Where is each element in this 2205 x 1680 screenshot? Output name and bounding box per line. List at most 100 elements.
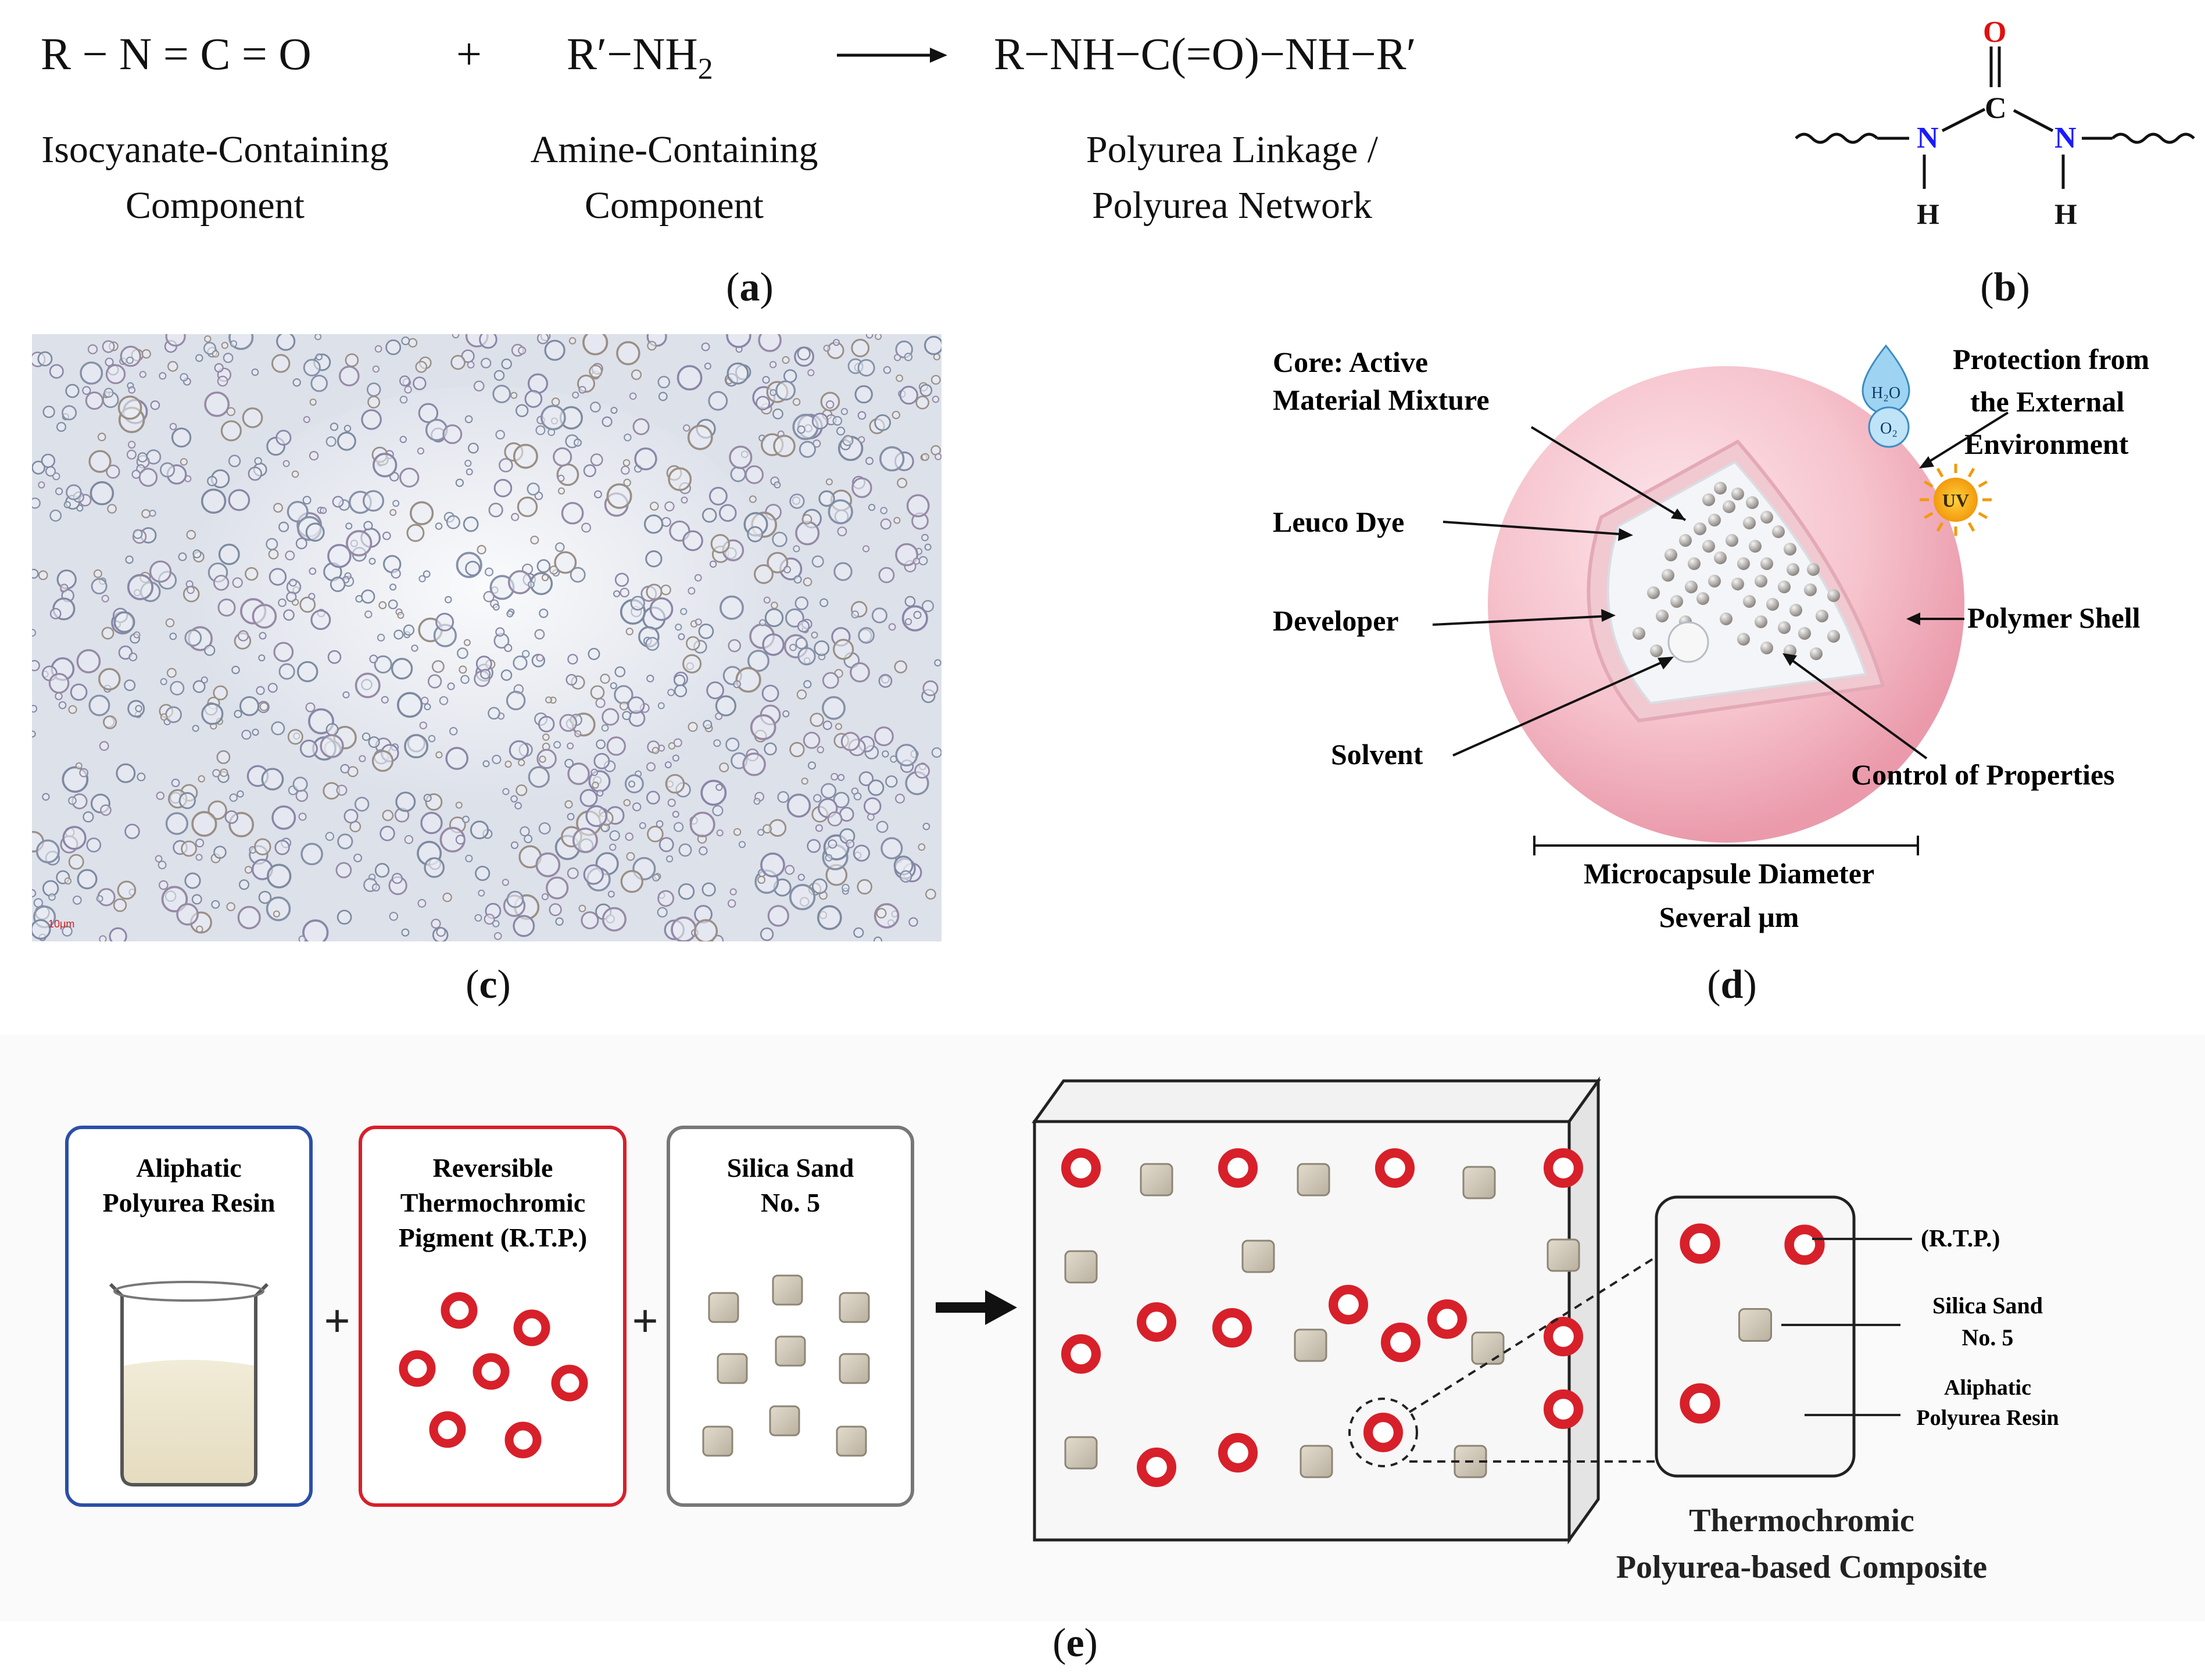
microcapsule-bubble: [814, 640, 830, 656]
microcapsule-bubble: [93, 569, 102, 578]
microcapsule-bubble: [904, 596, 916, 607]
microcapsule-bubble: [276, 334, 296, 351]
microcapsule-bubble: [851, 610, 859, 619]
microcapsule-bubble: [495, 429, 505, 440]
microcapsule-bubble: [212, 769, 221, 778]
microcapsule-bubble: [664, 501, 675, 512]
microcapsule-bubble: [539, 755, 546, 763]
oxygen-bubble-icon: [1868, 406, 1910, 448]
microcapsule-bubble: [551, 397, 560, 406]
microcapsule-bubble: [554, 542, 565, 552]
microcapsule-bubble: [897, 478, 908, 489]
microcapsule-bubble: [708, 486, 728, 506]
microcapsule-bubble: [455, 834, 466, 845]
microcapsule-bubble: [439, 696, 449, 705]
microcapsule-bubble: [268, 549, 279, 560]
microcapsule-bubble: [596, 789, 604, 797]
microcapsule-bubble: [88, 450, 112, 473]
microcapsule-bubble: [224, 810, 238, 824]
microcapsule-bubble: [817, 746, 825, 754]
microcapsule-bubble: [204, 391, 230, 417]
microcapsule-bubble: [391, 568, 401, 579]
microcapsule-bubble: [118, 645, 133, 660]
microcapsule-bubble: [565, 674, 578, 686]
microcapsule-bubble: [345, 522, 353, 530]
microcapsule-bubble: [457, 647, 468, 659]
microcapsule-bubble: [632, 418, 650, 435]
microcapsule-bubble: [518, 759, 525, 766]
microcapsule-bubble: [821, 783, 837, 799]
microcapsule-bubble: [203, 342, 217, 355]
microcapsule-bubble: [899, 870, 912, 883]
microcapsule-bubble: [467, 361, 475, 369]
microcapsule-bubble: [833, 791, 850, 808]
sand-particle: [1064, 1436, 1098, 1470]
microcapsule-bubble: [590, 453, 603, 467]
nitrogen-right-atom: N: [2054, 121, 2077, 155]
core-particle: [1743, 595, 1756, 608]
microcapsule-bubble: [271, 805, 296, 830]
microcapsule-bubble: [221, 342, 228, 349]
microcapsule-bubble: [423, 794, 432, 803]
microcapsule-bubble: [506, 690, 526, 711]
microcapsule-bubble: [768, 819, 787, 837]
microcapsule-bubble: [614, 572, 629, 587]
carbon-atom: C: [1985, 92, 2007, 125]
microcapsule-bubble: [367, 395, 381, 409]
microcapsule-bubble: [42, 406, 55, 418]
microcapsule-bubble: [64, 877, 72, 885]
microcapsule-bubble: [228, 454, 241, 468]
microcapsule-bubble: [493, 932, 502, 940]
microcapsule-bubble: [404, 385, 412, 394]
microcapsule-bubble: [793, 575, 802, 584]
microcapsule-bubble: [303, 359, 321, 377]
microcapsule-bubble: [676, 365, 703, 391]
microcapsule-bubble: [561, 502, 584, 525]
microcapsule-bubble: [678, 633, 685, 640]
microcapsule-bubble: [527, 373, 549, 394]
microcapsule-bubble: [673, 738, 682, 747]
microcapsule-bubble: [406, 524, 425, 542]
microcapsule-bubble: [626, 852, 635, 861]
microcapsule-bubble: [473, 380, 485, 392]
microcapsule-bubble: [33, 898, 44, 908]
microcapsule-bubble: [85, 391, 104, 410]
microcapsule-bubble: [310, 610, 331, 631]
microcapsule-bubble: [32, 568, 39, 579]
microcapsule-bubble: [504, 760, 512, 768]
microcapsule-bubble: [336, 785, 348, 796]
microcapsule-bubble: [160, 678, 167, 686]
solvent-droplet: [1667, 621, 1709, 663]
microcapsule-bubble: [624, 434, 632, 442]
microcapsule-bubble: [627, 696, 645, 714]
microcapsule-bubble: [298, 812, 307, 821]
microcapsule-bubble: [582, 334, 608, 356]
microcapsule-bubble: [619, 701, 629, 711]
microcapsule-bubble: [452, 334, 460, 339]
microcapsule-bubble: [86, 837, 102, 852]
microcapsule-bubble: [244, 866, 253, 874]
microcapsule-bubble: [646, 675, 654, 683]
microcapsule-bubble: [98, 668, 121, 691]
microcapsule-bubble: [285, 550, 295, 561]
microcapsule-bubble: [424, 703, 431, 711]
microcapsule-bubble: [912, 557, 920, 565]
microcapsule-bubble: [184, 629, 202, 647]
microcapsule-bubble: [401, 928, 410, 937]
microcapsule-bubble: [545, 696, 553, 704]
microcapsule-bubble: [32, 705, 38, 713]
microcapsule-bubble: [803, 577, 812, 587]
microcapsule-bubble: [381, 696, 389, 704]
microcapsule-bubble: [539, 608, 549, 618]
diameter-label-line2: Several μm: [1659, 901, 1799, 933]
microcapsule-bubble: [455, 478, 464, 487]
core-particle: [1731, 488, 1744, 500]
microcapsule-bubble: [109, 927, 127, 941]
microcapsule-bubble: [730, 466, 746, 482]
core-particle: [1726, 534, 1738, 547]
rtp-box-label-line3: Pigment (R.T.P.): [399, 1223, 588, 1252]
microcapsule-bubble: [868, 504, 876, 511]
microcapsule-bubble: [126, 356, 134, 364]
microcapsule-bubble: [803, 680, 812, 689]
microcapsule-bubble: [828, 499, 853, 525]
